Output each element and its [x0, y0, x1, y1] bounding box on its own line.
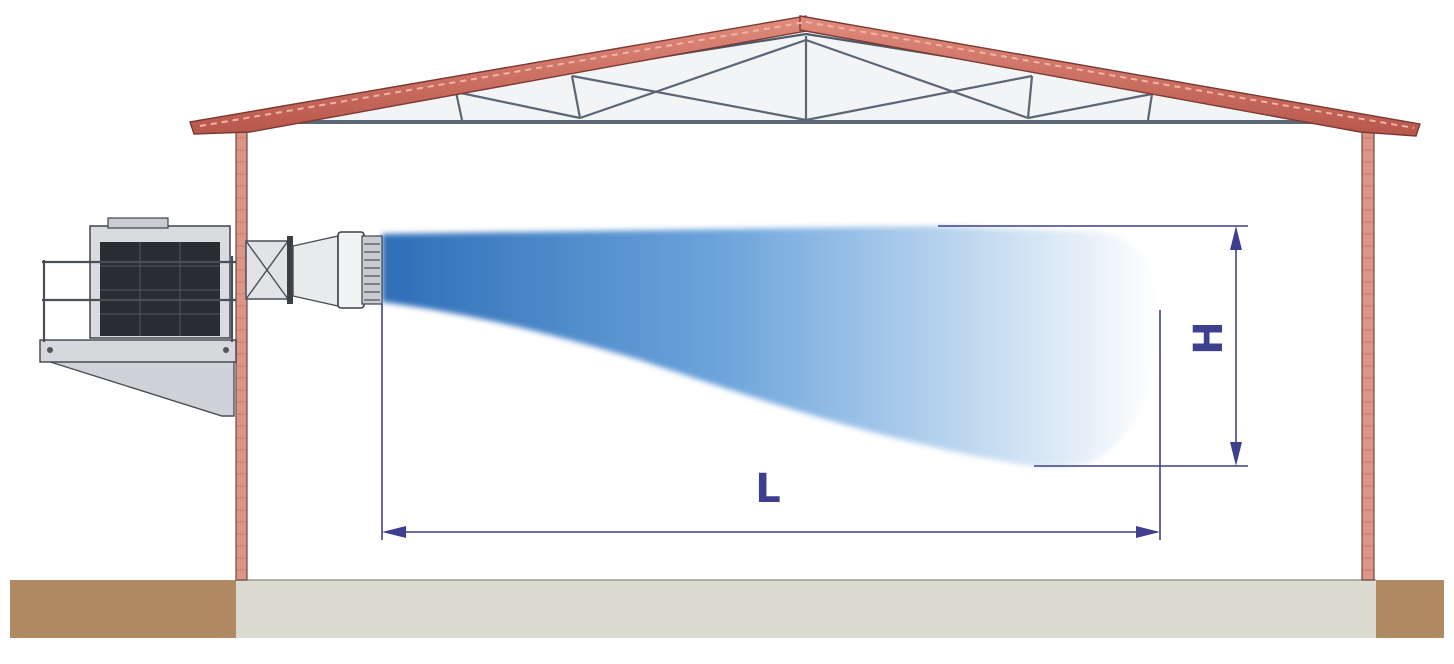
diffuser-grille — [361, 235, 383, 305]
roof-truss — [249, 32, 1359, 124]
roof-tile-texture — [199, 21, 1415, 129]
truss-web-10 — [805, 38, 1029, 120]
diffuser-louvres — [364, 243, 380, 301]
truss-web-4 — [571, 74, 807, 122]
unit-coil-panel — [100, 242, 220, 336]
height-label: H — [1186, 321, 1232, 354]
soil-left — [10, 580, 238, 638]
right-wall — [1361, 123, 1375, 581]
duct-flange — [287, 236, 293, 304]
air-jet — [382, 226, 1161, 468]
air-jet-plume — [382, 226, 1161, 468]
truss-web-5 — [805, 74, 1033, 122]
diffuser-body — [337, 231, 365, 309]
unit-guard-rails — [42, 256, 236, 342]
unit-top-cap — [107, 217, 169, 229]
soil-right — [1376, 580, 1444, 638]
truss-web-2 — [455, 90, 581, 120]
height-arrow-top — [1230, 226, 1242, 250]
duct-transition — [292, 235, 339, 307]
height-arrow-bottom — [1230, 442, 1242, 466]
length-label: L — [755, 466, 781, 512]
length-arrow-right — [1136, 526, 1160, 538]
truss-frame — [249, 32, 1359, 124]
roof-tiles — [189, 15, 1421, 137]
truss-web-6 — [1026, 75, 1034, 119]
truss-web-7 — [1027, 92, 1153, 120]
length-arrow-left — [382, 526, 406, 538]
unit-bolt-1 — [47, 347, 53, 353]
roof-left-slope — [189, 15, 813, 135]
dimension-lines — [381, 225, 1248, 540]
unit-base-rail — [39, 339, 237, 363]
unit-support-bracket — [43, 359, 235, 417]
truss-web-3 — [570, 75, 582, 119]
ground — [10, 579, 1444, 638]
truss-web-9 — [579, 38, 807, 120]
outdoor-unit — [39, 217, 237, 417]
duct-cross-2 — [245, 240, 289, 300]
duct-assembly — [245, 231, 383, 309]
truss-web-1 — [454, 91, 464, 121]
floor-slab — [236, 580, 1376, 638]
unit-bolt-2 — [223, 347, 229, 353]
left-wall — [235, 123, 248, 581]
unit-coil-grid — [100, 242, 220, 336]
truss-web-8 — [1146, 93, 1154, 121]
